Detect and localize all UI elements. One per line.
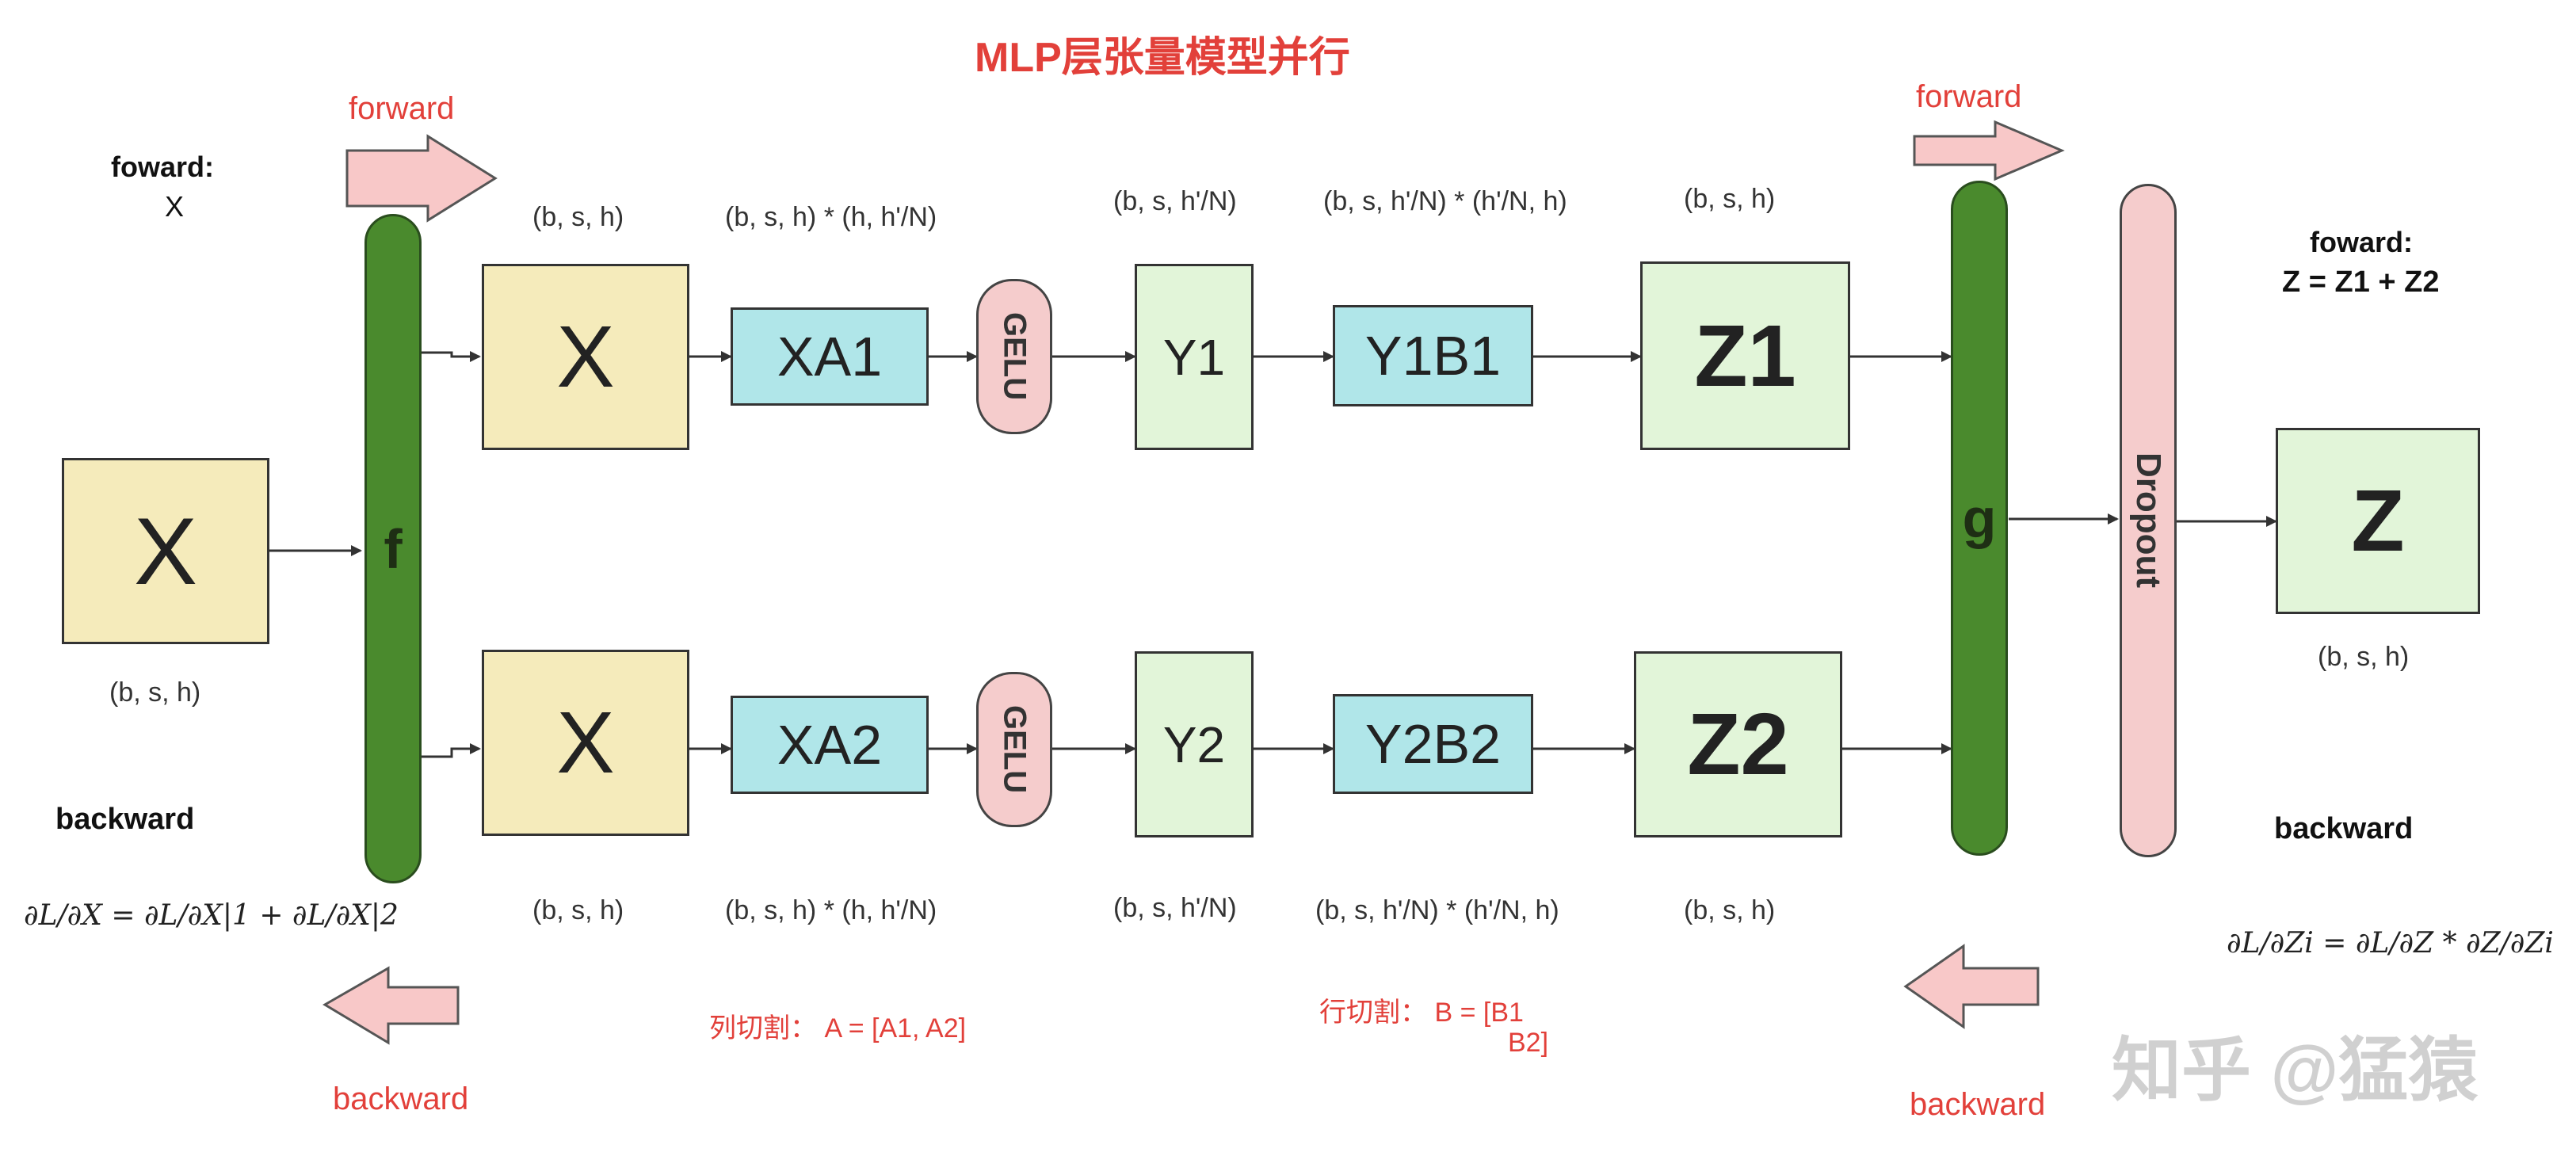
x-box-top: X [482,264,689,450]
z2-box: Z2 [1634,651,1842,837]
forward-label-right: forward [1916,79,2022,114]
y1-box: Y1 [1135,264,1254,450]
left-backward-label: backward [55,803,195,836]
right-backward-label: backward [2274,812,2414,845]
dropout-pill: Dropout [2120,184,2177,857]
shape-y2b2: (b, s, h'/N) * (h'/N, h) [1315,895,1559,925]
forward-arrow-left-icon [345,134,498,223]
left-backward-formula: ∂L/∂X = ∂L/∂X|1 + ∂L/∂X|2 [24,899,399,932]
diagram-title: MLP层张量模型并行 [975,35,1350,81]
xa1-box: XA1 [731,307,929,406]
gelu-label-bottom: GELU [997,705,1032,794]
backward-label-left: backward [333,1082,469,1116]
column-split-note: 列切割： A = [A1, A2] [709,1013,967,1043]
input-x-box: X [62,458,269,644]
edge-f-to-x-top [420,351,481,362]
row-split-note-line1: 行切割： B = [B1 [1319,998,1524,1028]
y2b2-box: Y2B2 [1333,694,1533,794]
watermark: 知乎 @猛猿 [2112,1031,2479,1109]
g-operator: g [1951,181,2008,856]
x-box-bottom: X [482,650,689,836]
edge-f-to-x-bottom [420,743,481,758]
right-backward-formula: ∂L/∂Zi = ∂L/∂Z * ∂Z/∂Zi [2227,927,2554,960]
right-forward-label: foward: [2310,226,2413,258]
gelu-label-top: GELU [997,312,1032,401]
shape-y1b1: (b, s, h'/N) * (h'/N, h) [1323,186,1567,216]
shape-y1: (b, s, h'/N) [1113,186,1237,216]
dropout-label: Dropout [2129,452,2168,589]
forward-arrow-right-icon [1913,120,2065,181]
shape-z2: (b, s, h) [1684,895,1776,925]
forward-label-left: forward [349,91,455,126]
input-shape: (b, s, h) [109,677,201,708]
shape-x-top: (b, s, h) [532,202,624,232]
shape-xa1: (b, s, h) * (h, h'/N) [725,202,937,232]
output-z-box: Z [2276,428,2480,614]
y2-box: Y2 [1135,651,1254,837]
backward-arrow-right-icon [1903,944,2040,1029]
left-forward-value: X [165,190,185,223]
xa2-box: XA2 [731,696,929,794]
shape-y2: (b, s, h'/N) [1113,893,1237,923]
y1b1-box: Y1B1 [1333,305,1533,406]
left-forward-label: foward: [111,151,214,183]
f-operator: f [364,214,422,883]
shape-z1: (b, s, h) [1684,184,1776,214]
row-split-note-line2: B2] [1508,1028,1549,1058]
output-shape: (b, s, h) [2318,642,2410,672]
right-forward-value: Z = Z1 + Z2 [2282,265,2440,299]
shape-x-bottom: (b, s, h) [532,895,624,925]
backward-label-right: backward [1910,1087,2046,1122]
gelu-pill-top: GELU [976,279,1052,434]
gelu-pill-bottom: GELU [976,672,1052,827]
backward-arrow-left-icon [322,966,460,1045]
shape-xa2: (b, s, h) * (h, h'/N) [725,895,937,925]
z1-box: Z1 [1640,261,1850,450]
